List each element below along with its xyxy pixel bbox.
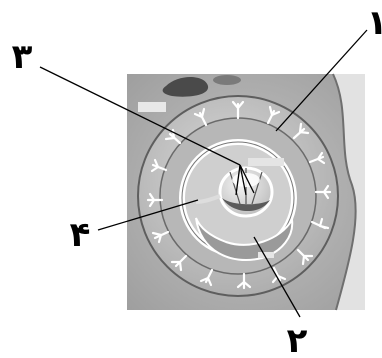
label-1: ١ [367,3,382,43]
label-3: ٣ [12,37,33,77]
label-4: ۴ [70,215,91,255]
label-2: ٢ [287,321,308,358]
